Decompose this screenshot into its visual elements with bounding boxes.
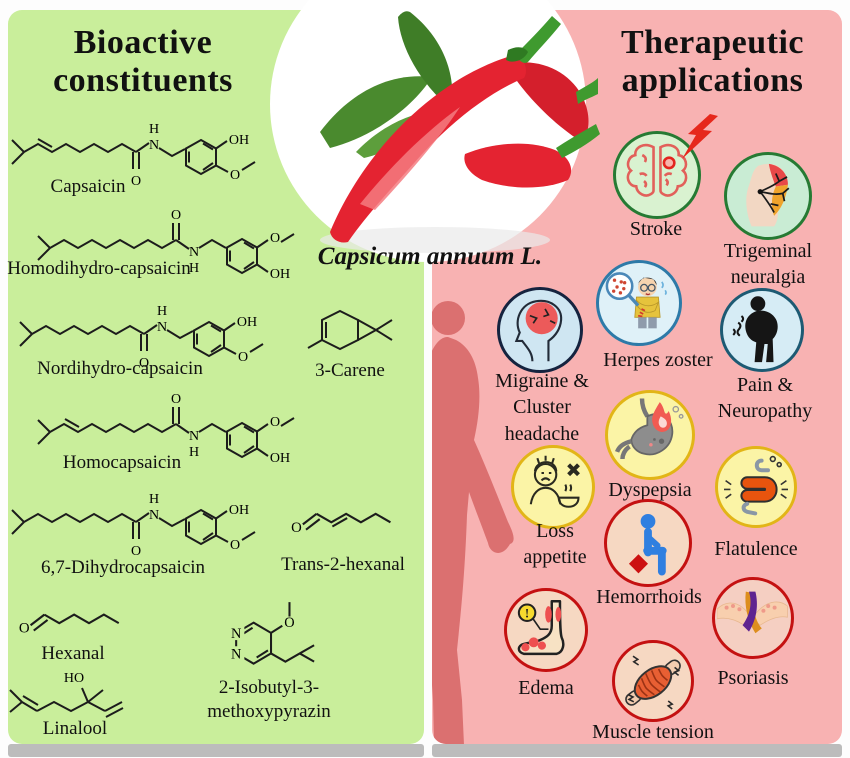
- application-label: Stroke: [629, 218, 683, 240]
- species-label: Capsicum annuum L.: [317, 243, 543, 270]
- pain-neuropathy-icon: [732, 296, 778, 363]
- svg-text:N: N: [189, 429, 199, 444]
- compound-label: Nordihydro-capsaicin: [37, 358, 203, 379]
- intestine-flatulence-icon: [724, 455, 788, 516]
- psoriasis-ribbon-icon: [717, 591, 788, 634]
- dyspepsia-circle: [605, 390, 695, 480]
- application-label: Edema: [518, 677, 574, 699]
- bioactive-title: Bioactive constituents: [53, 24, 233, 100]
- application-label: Muscle tension: [592, 721, 714, 743]
- dihydrocapsaicin-structure: O H N OH O: [11, 492, 256, 559]
- svg-text:N: N: [231, 647, 242, 663]
- carene-structure: [307, 309, 393, 351]
- migraine-circle: [497, 287, 583, 373]
- compound-label: Hexanal: [41, 643, 105, 664]
- svg-text:N: N: [157, 320, 167, 335]
- svg-text:N: N: [149, 138, 159, 153]
- svg-text:O: O: [230, 168, 240, 183]
- homodihydro-capsaicin-structure: O N H O OH: [37, 208, 295, 282]
- svg-text:H: H: [149, 122, 159, 137]
- svg-text:H: H: [157, 304, 167, 319]
- therapeutic-title: Therapeutic applications: [620, 24, 805, 100]
- svg-text:O: O: [131, 174, 141, 189]
- application-label: Pain & Neuropathy: [717, 374, 813, 423]
- svg-text:OH: OH: [237, 315, 257, 330]
- nordihydro-capsaicin-structure: O H N OH O: [19, 304, 264, 371]
- muscle-tension-icon: [625, 655, 681, 710]
- svg-text:O: O: [139, 356, 149, 371]
- hemorrhoids-circle: [604, 499, 692, 587]
- compound-label: 3-Carene: [315, 360, 385, 381]
- stroke-circle: [613, 131, 701, 219]
- left-panel-shadow: [8, 744, 424, 757]
- brain-stroke-icon: [626, 143, 688, 197]
- svg-text:OH: OH: [229, 503, 249, 518]
- herpes-zoster-icon: [605, 272, 667, 329]
- migraine-head-icon: [514, 299, 563, 362]
- flatulence-circle: [715, 446, 797, 528]
- svg-text:O: O: [171, 208, 181, 223]
- svg-text:O: O: [284, 615, 294, 631]
- application-label: Flatulence: [714, 538, 798, 560]
- svg-text:OH: OH: [229, 133, 249, 148]
- muscle-tension-circle: [612, 640, 694, 722]
- chili-peppers-illustration: [270, 0, 600, 262]
- svg-text:OH: OH: [270, 267, 290, 282]
- svg-text:OH: OH: [270, 451, 290, 466]
- application-label: Dyspepsia: [608, 479, 692, 501]
- stomach-dyspepsia-icon: [615, 398, 684, 460]
- lightning-bolt-icon: [682, 114, 718, 159]
- edema-foot-icon: !: [517, 599, 565, 656]
- compound-label: Capsaicin: [50, 176, 126, 197]
- hexanal-structure: O: [19, 613, 120, 637]
- loss-appetite-circle: [511, 445, 595, 529]
- application-label: Herpes zoster: [603, 349, 713, 371]
- right-panel-shadow: [432, 744, 842, 757]
- compound-label: Trans-2-hexanal: [281, 554, 405, 575]
- compound-label: Linalool: [42, 718, 108, 739]
- linalool-structure: HO: [9, 671, 124, 718]
- svg-text:H: H: [189, 445, 199, 460]
- svg-text:!: !: [525, 607, 529, 621]
- homocapsaicin-structure: O N H O OH: [37, 392, 295, 466]
- edema-circle: !: [504, 588, 588, 672]
- compound-label: Homocapsaicin: [62, 452, 182, 473]
- svg-text:H: H: [149, 492, 159, 507]
- herpes-circle: [596, 260, 682, 346]
- isobutyl-methoxypyrazine-structure: N N O: [227, 602, 315, 665]
- loss-appetite-icon: [529, 455, 580, 508]
- svg-text:H: H: [189, 261, 199, 276]
- hemorrhoids-icon: [628, 513, 667, 576]
- trans-2-hexanal-structure: O: [291, 512, 391, 536]
- compound-label: Homodihydro-capsaicin: [7, 258, 191, 279]
- application-label: Hemorrhoids: [596, 586, 702, 608]
- application-label: Migraine & Cluster headache: [495, 370, 589, 445]
- svg-text:N: N: [189, 245, 199, 260]
- psoriasis-circle: [712, 577, 794, 659]
- application-label: Psoriasis: [717, 667, 789, 689]
- trigeminal-circle: [724, 152, 812, 240]
- trigeminal-nerve-icon: [746, 163, 790, 227]
- svg-text:O: O: [171, 392, 181, 407]
- svg-text:O: O: [131, 544, 141, 559]
- human-body-silhouette: [432, 301, 514, 744]
- svg-text:O: O: [291, 520, 302, 536]
- svg-text:O: O: [19, 621, 30, 637]
- svg-text:O: O: [270, 415, 280, 430]
- svg-text:O: O: [230, 538, 240, 553]
- compound-label: 2-Isobutyl-3-methoxypyrazin: [207, 677, 331, 722]
- application-label: Loss appetite: [523, 520, 587, 569]
- svg-text:HO: HO: [64, 671, 84, 686]
- svg-text:N: N: [231, 626, 242, 642]
- application-label: Trigeminal neuralgia: [723, 240, 813, 289]
- pain-circle: [720, 288, 804, 372]
- capsaicin-structure: O H N OH O: [11, 122, 256, 189]
- svg-text:N: N: [149, 508, 159, 523]
- svg-text:O: O: [238, 350, 248, 365]
- compound-label: 6,7-Dihydrocapsaicin: [40, 557, 206, 578]
- svg-text:O: O: [270, 231, 280, 246]
